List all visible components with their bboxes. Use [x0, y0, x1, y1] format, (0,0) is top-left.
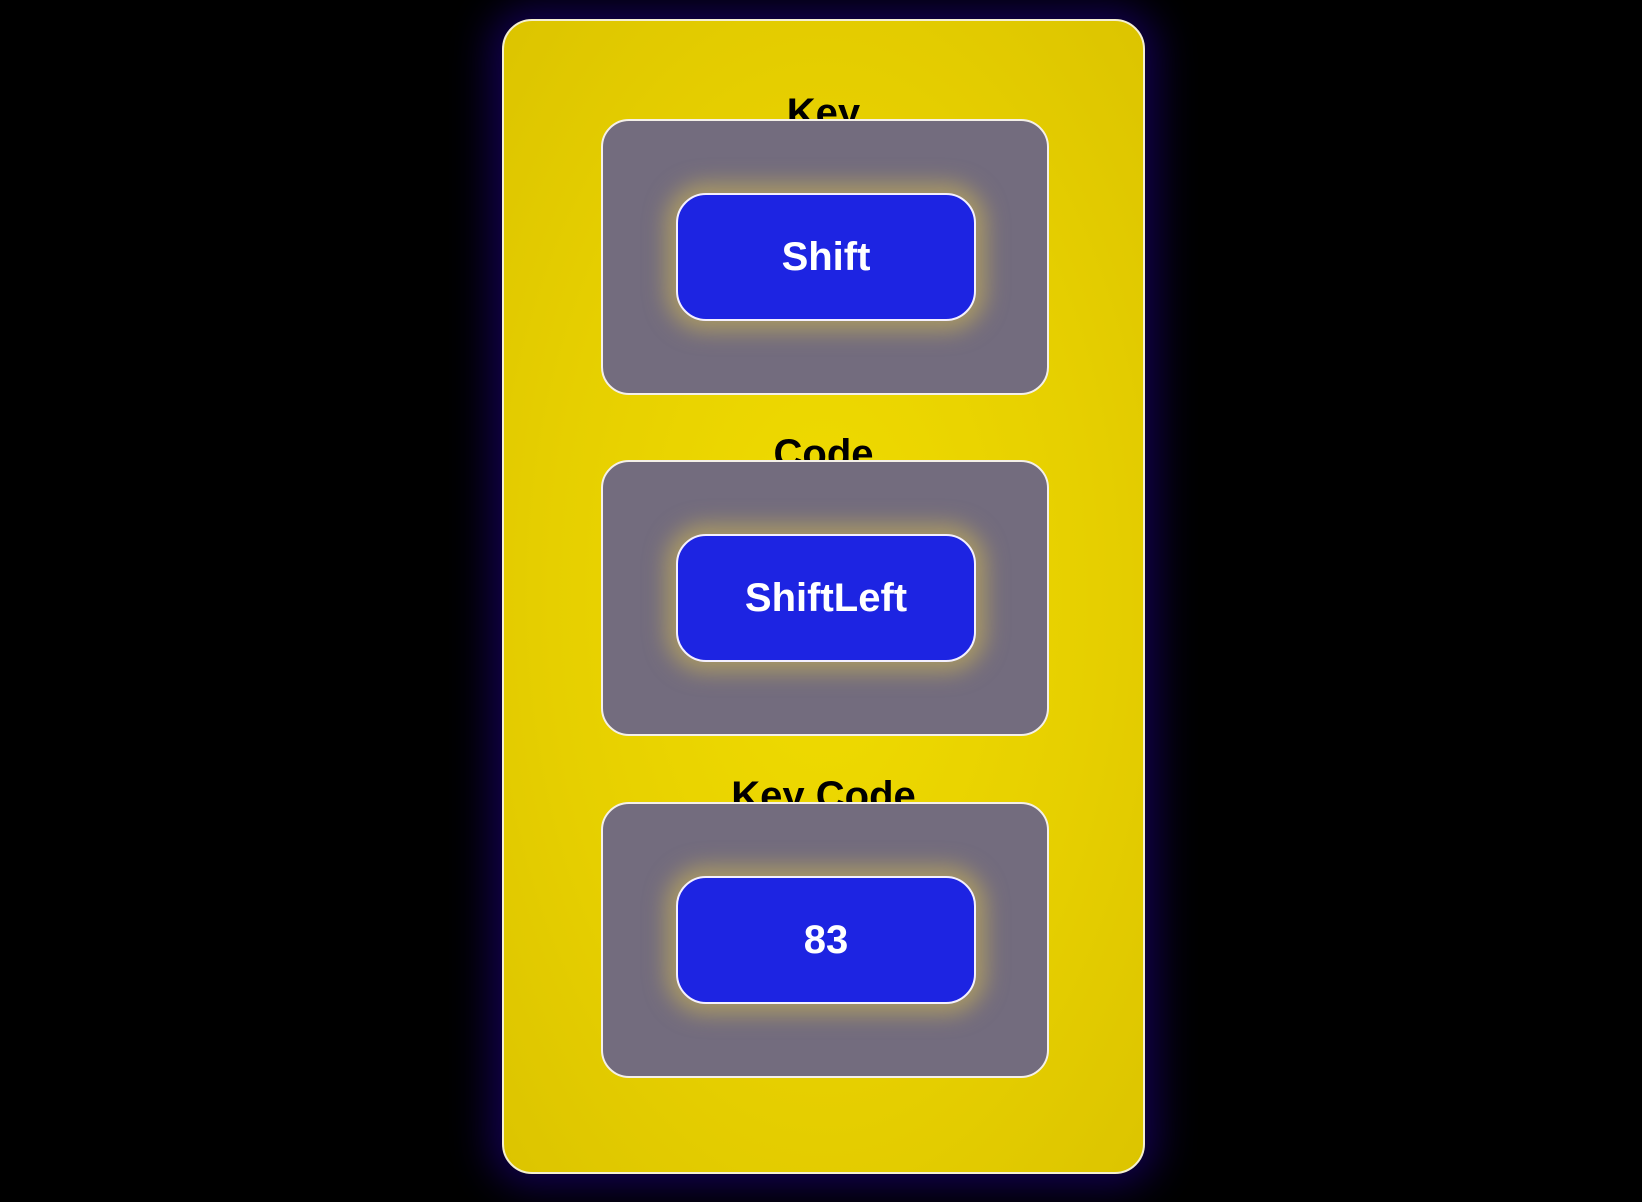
code-panel: ShiftLeft	[601, 460, 1049, 736]
key-value: Shift	[781, 234, 871, 279]
code-value: ShiftLeft	[744, 575, 908, 620]
key-info-card: Key Shift Code ShiftLeft Key Code 83	[502, 19, 1145, 1174]
key-panel: Shift	[601, 119, 1049, 395]
key-code-panel: 83	[601, 802, 1049, 1078]
key-code-value: 83	[803, 917, 849, 962]
code-value-box: ShiftLeft	[676, 534, 976, 662]
key-code-value-box: 83	[676, 876, 976, 1004]
key-value-box: Shift	[676, 193, 976, 321]
